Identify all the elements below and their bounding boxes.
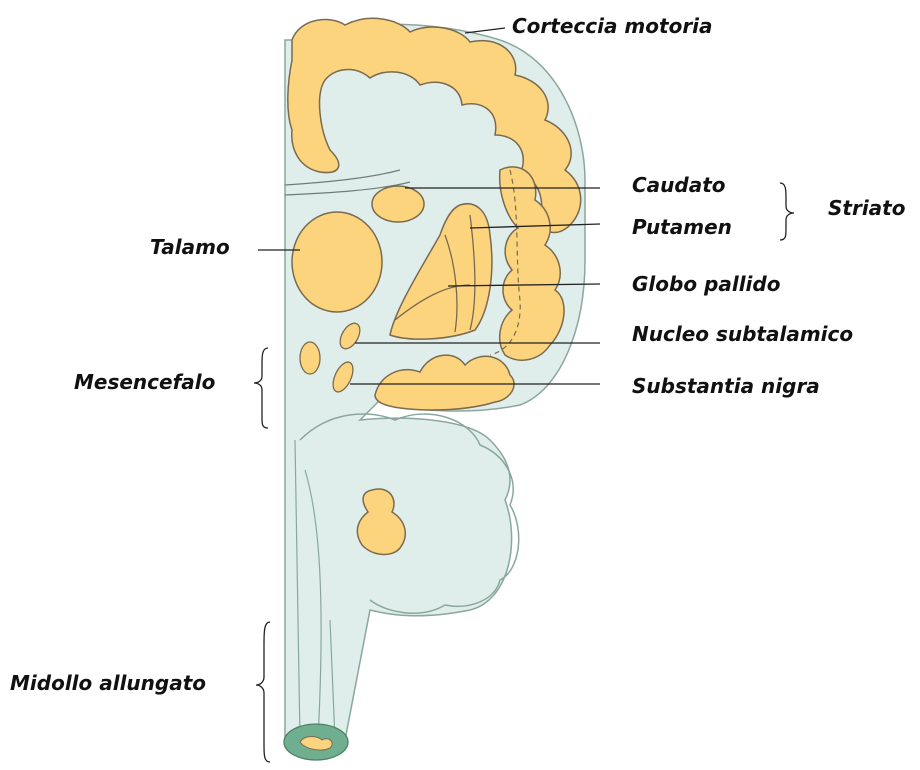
- substantia-nigra-label: Substantia nigra: [632, 376, 820, 396]
- medulla-brace: [256, 622, 270, 762]
- thalamus-label: Talamo: [150, 237, 230, 257]
- midbrain-label: Mesencefalo: [74, 372, 215, 392]
- subthalamic-label: Nucleo subtalamico: [632, 324, 853, 344]
- midbrain-nucleus-shape: [300, 342, 320, 374]
- thalamus-shape: [292, 212, 382, 312]
- cortex-leader-line: [465, 28, 505, 33]
- globus-pallidus-label: Globo pallido: [632, 274, 780, 294]
- medulla-label: Midollo allungato: [10, 673, 206, 693]
- striatum-label: Striato: [828, 198, 905, 218]
- striatum-brace: [780, 183, 794, 240]
- midbrain-brace: [254, 348, 268, 428]
- caudate-label: Caudato: [632, 175, 726, 195]
- caudate-shape: [372, 186, 424, 222]
- putamen-label: Putamen: [632, 217, 732, 237]
- cortex-label: Corteccia motoria: [512, 16, 713, 36]
